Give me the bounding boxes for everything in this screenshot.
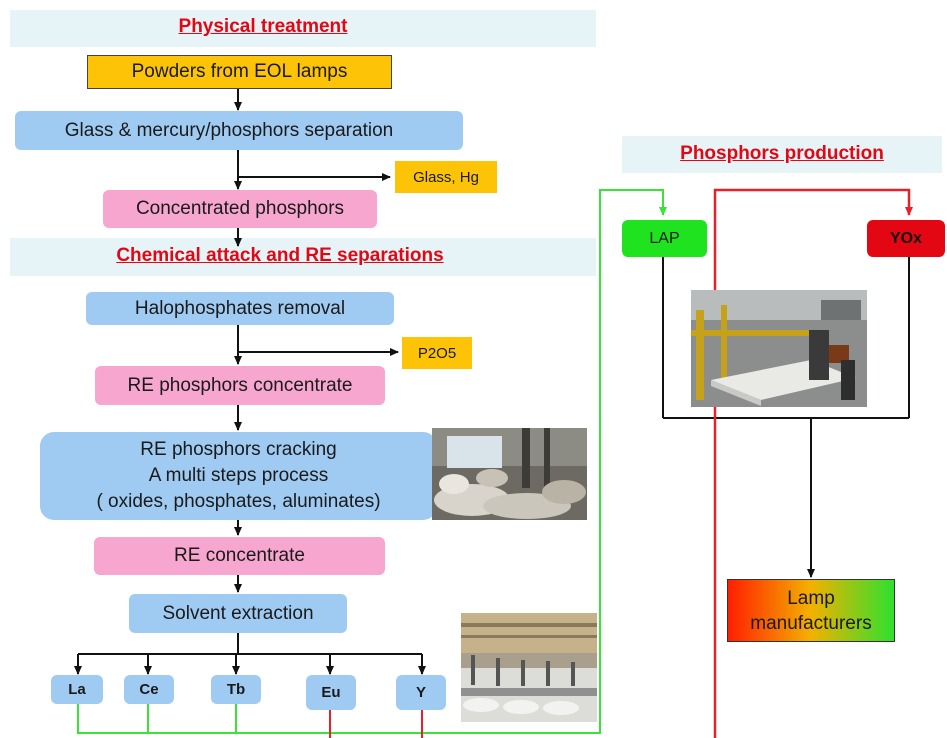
- red-feed-line: [713, 188, 913, 738]
- concentrated-phosphors-box: Concentrated phosphors: [103, 190, 377, 228]
- solvent-extraction-photo: [461, 613, 597, 722]
- element-la: La: [51, 675, 103, 704]
- cracking-line-2: A multi steps process: [148, 465, 329, 486]
- re-concentrate-box: RE concentrate: [94, 537, 385, 575]
- halophosphates-removal-box: Halophosphates removal: [86, 292, 394, 325]
- re-phosphors-concentrate-box: RE phosphors concentrate: [95, 366, 385, 405]
- p2o5-box: P2O5: [402, 337, 472, 369]
- section-title-chemical: Chemical attack and RE separations: [116, 245, 444, 266]
- glass-separation-box: Glass & mercury/phosphors separation: [15, 111, 463, 150]
- element-eu: Eu: [306, 675, 356, 710]
- element-tb: Tb: [211, 675, 261, 704]
- band-chemical-attack: [10, 238, 596, 276]
- element-ce: Ce: [124, 675, 174, 704]
- powders-box: Powders from EOL lamps: [87, 55, 392, 89]
- re-cracking-box: RE phosphors cracking A multi steps proc…: [40, 432, 437, 520]
- section-title-physical: Physical treatment: [178, 16, 348, 37]
- element-y: Y: [396, 675, 446, 710]
- lamp-line-2: manufacturers: [750, 612, 872, 634]
- cracking-line-1: RE phosphors cracking: [140, 439, 337, 460]
- lap-box: LAP: [622, 220, 707, 257]
- lamp-manufacturers-box: Lamp manufacturers: [727, 579, 895, 642]
- green-feed-line: [77, 189, 667, 734]
- band-physical-treatment: [10, 10, 596, 47]
- production-robot-photo: [691, 290, 867, 407]
- glass-hg-box: Glass, Hg: [395, 161, 497, 193]
- band-phosphors-production: [622, 136, 942, 173]
- cracking-process-photo: [432, 428, 587, 520]
- lamp-line-1: Lamp: [787, 587, 835, 609]
- section-title-production: Phosphors production: [680, 143, 884, 164]
- cracking-line-3: ( oxides, phosphates, aluminates): [96, 491, 381, 512]
- solvent-extraction-box: Solvent extraction: [129, 594, 347, 633]
- yox-box: YOx: [867, 220, 945, 257]
